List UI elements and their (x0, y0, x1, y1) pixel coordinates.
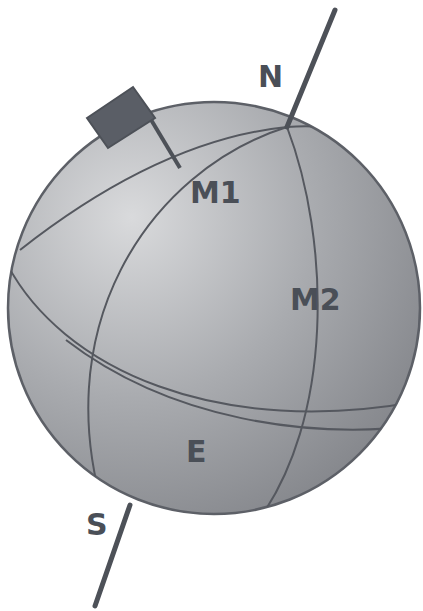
globe-label: E (186, 437, 207, 467)
meridian-back (88, 127, 287, 530)
globe-label: M2 (290, 285, 341, 315)
meridian-m1 (20, 126, 423, 250)
flag (87, 87, 155, 148)
globe-label: N (258, 62, 283, 92)
globe-label: S (86, 510, 108, 540)
globe-label: M1 (190, 178, 241, 208)
parallel (66, 340, 423, 430)
meridian-m2 (255, 127, 318, 525)
equator (5, 260, 423, 411)
grid-lines (5, 126, 423, 530)
flag-pole (150, 118, 180, 168)
axis-north (287, 10, 335, 127)
